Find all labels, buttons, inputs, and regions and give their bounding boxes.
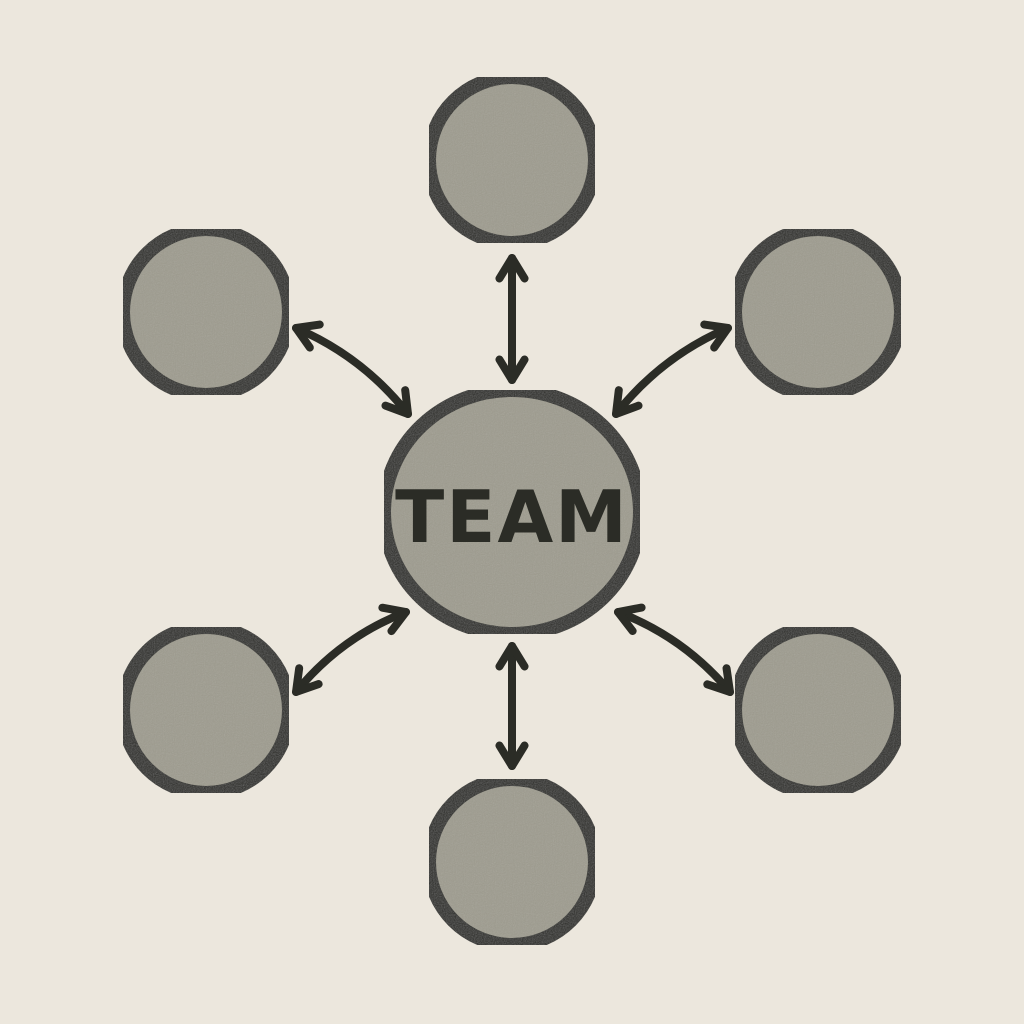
member-node-upper-left xyxy=(116,222,296,402)
team-hub-label: TEAM xyxy=(395,475,629,559)
connection-line-upper-right xyxy=(612,324,732,418)
member-node-lower-left xyxy=(116,620,296,800)
arrow-to-hub-lower-left xyxy=(292,664,323,696)
member-node-bottom xyxy=(422,772,602,952)
arrow-to-hub-upper-left xyxy=(381,386,412,418)
arrow-to-member-upper-left xyxy=(292,320,324,352)
connection-bottom xyxy=(495,642,529,770)
member-node-top xyxy=(422,70,602,250)
arrow-to-member-upper-right xyxy=(700,320,732,352)
arrow-to-hub-upper-right xyxy=(612,386,643,418)
connection-top xyxy=(495,254,529,384)
connection-upper-left xyxy=(292,320,412,418)
arrow-to-member-lower-right xyxy=(614,603,646,636)
member-nodes-layer xyxy=(116,70,908,952)
arrow-to-hub-top xyxy=(495,355,529,384)
member-node-upper-right xyxy=(728,222,908,402)
arrow-to-member-bottom xyxy=(495,642,529,671)
member-node-lower-right xyxy=(728,620,908,800)
connection-upper-right xyxy=(612,320,732,418)
arrow-to-member-top xyxy=(495,254,529,283)
connection-line-lower-left xyxy=(292,608,410,696)
arrow-to-member-lower-left xyxy=(378,603,410,636)
connection-lower-right xyxy=(614,603,734,696)
team-hub-circle xyxy=(377,383,647,641)
hub-layer: TEAM xyxy=(377,383,647,641)
connection-lower-left xyxy=(292,603,410,696)
connection-line-lower-right xyxy=(614,608,734,696)
connections-layer xyxy=(292,254,734,770)
connection-line-upper-left xyxy=(292,324,412,418)
arrow-to-hub-bottom xyxy=(495,741,529,770)
